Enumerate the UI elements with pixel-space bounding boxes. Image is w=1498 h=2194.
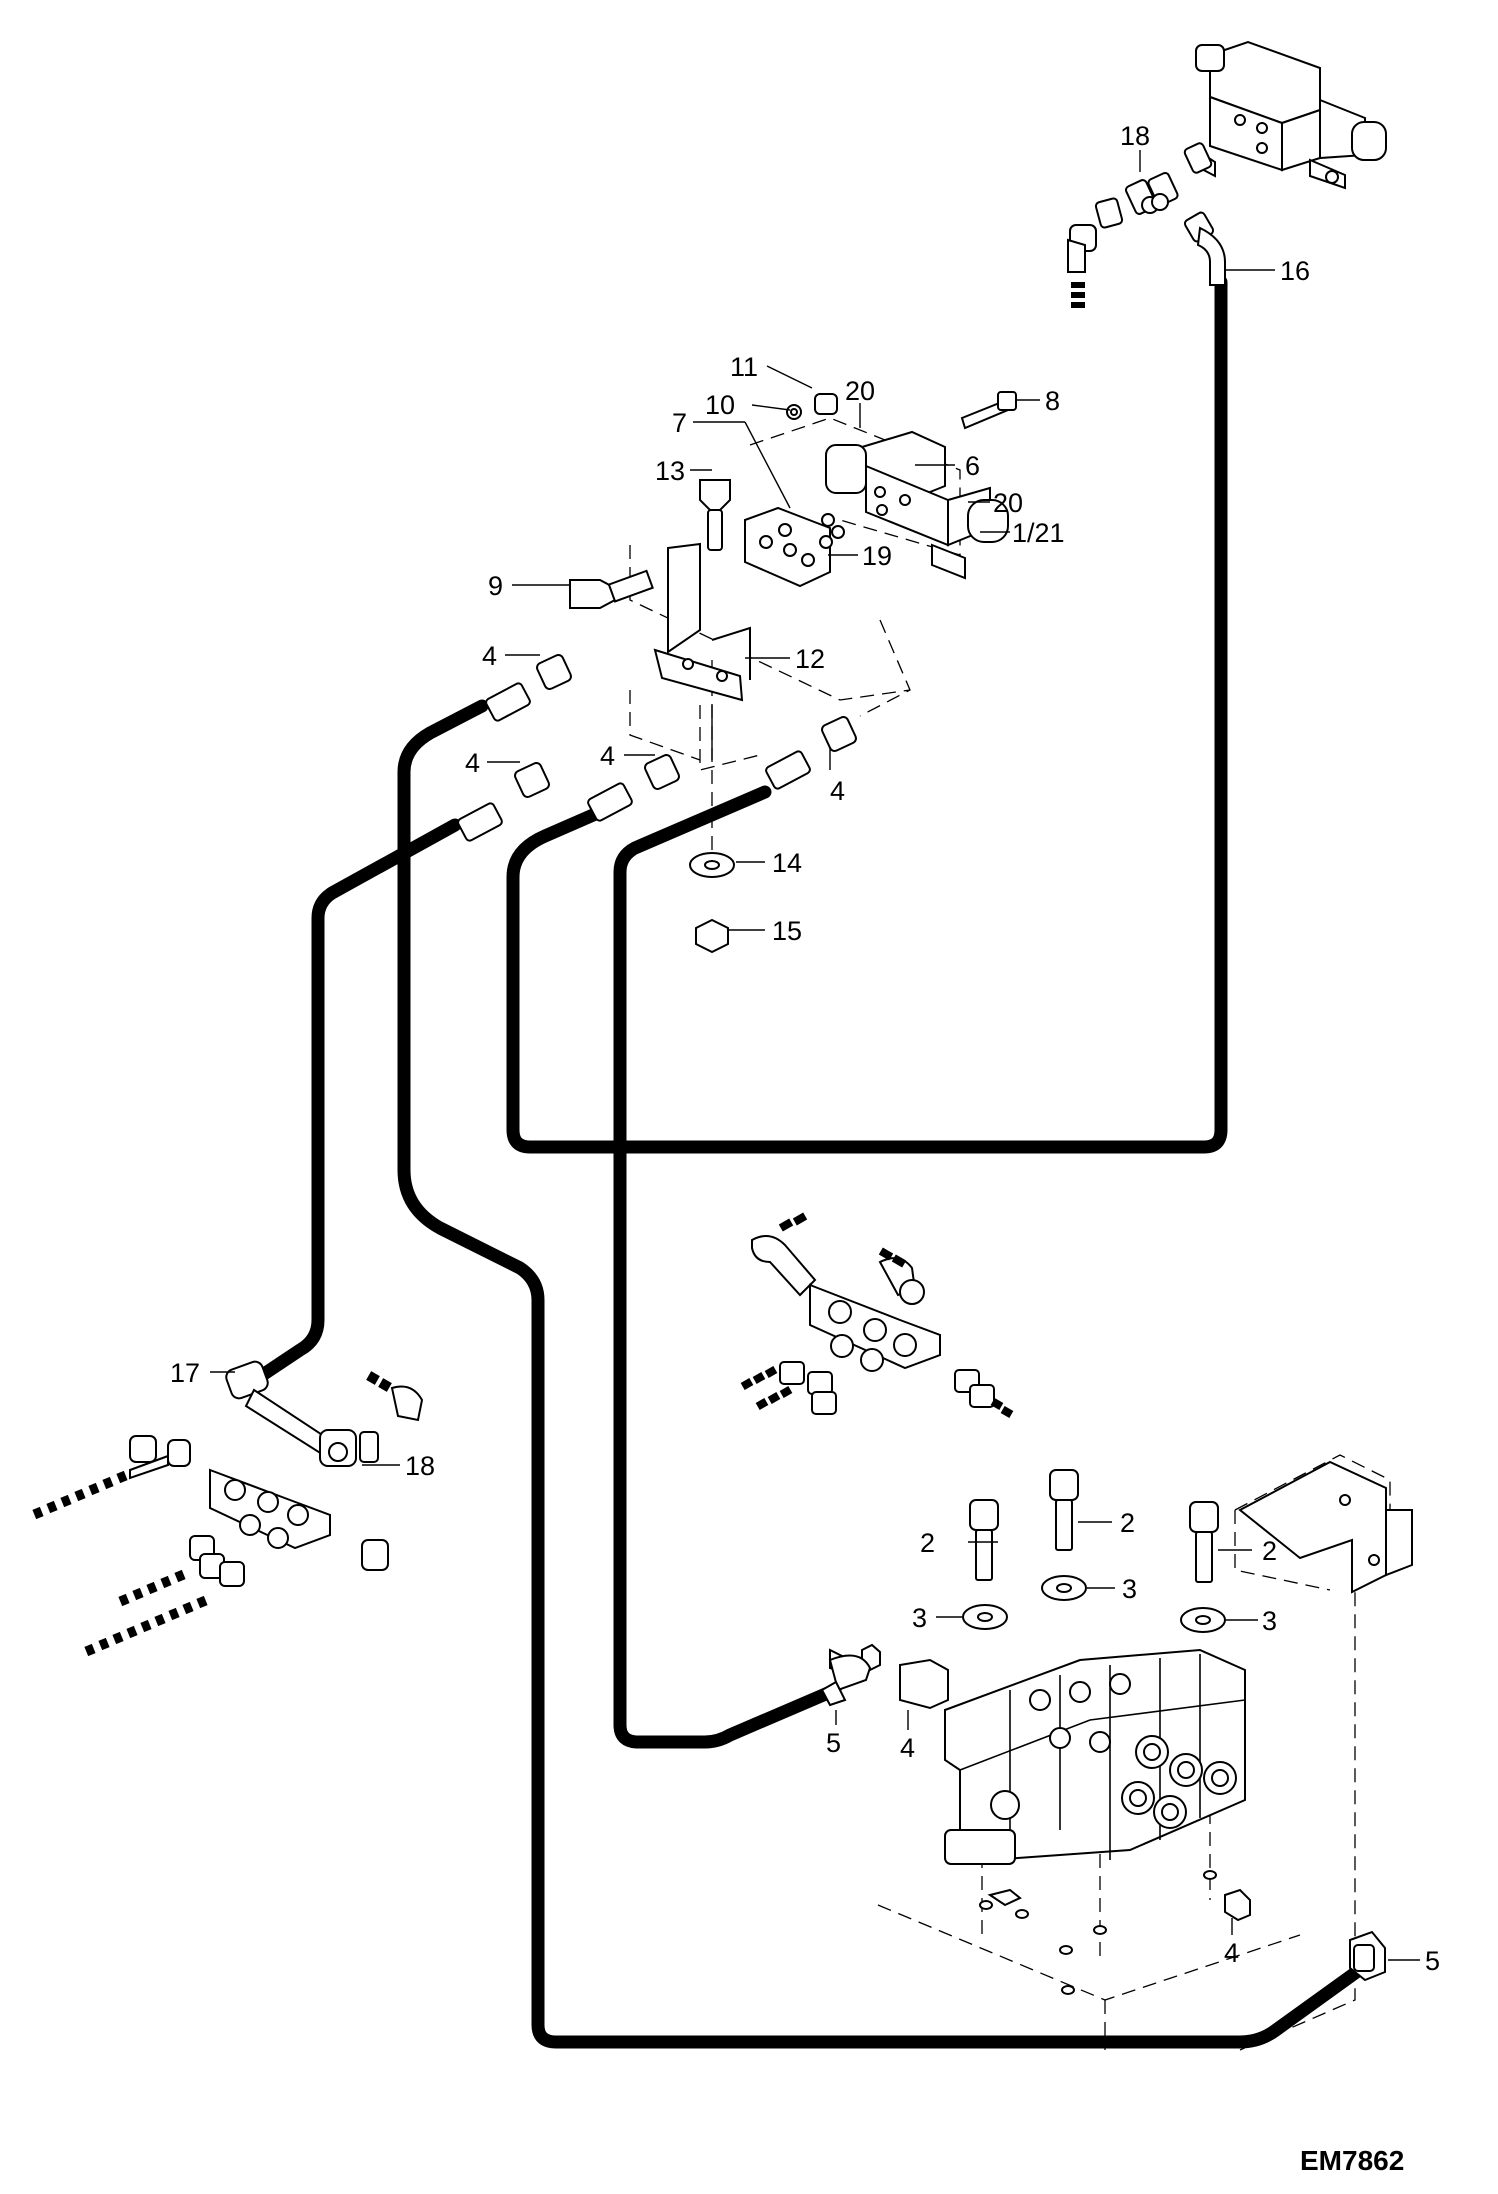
callout-2-b: 2 — [1120, 1508, 1135, 1538]
callout-20-mid: 20 — [993, 488, 1023, 518]
hose-main-left — [397, 699, 1369, 2049]
callout-3-b: 3 — [1122, 1574, 1137, 1604]
callout-15: 15 — [772, 916, 802, 946]
callout-18-left: 18 — [405, 1451, 435, 1481]
callout-labels: 18 16 11 10 20 8 7 6 13 20 1/21 19 9 4 1… — [170, 121, 1440, 2176]
callout-19: 19 — [862, 541, 892, 571]
solenoid-valve-top — [1195, 40, 1387, 190]
hose-5-upper — [613, 785, 842, 1749]
callout-6: 6 — [965, 451, 980, 481]
callout-5-a: 5 — [826, 1728, 841, 1758]
callout-5-b: 5 — [1425, 1946, 1440, 1976]
callout-11: 11 — [730, 352, 758, 382]
drawing-code: EM7862 — [1300, 2145, 1404, 2176]
bolts-washers — [962, 1469, 1226, 1633]
leader-lines — [210, 150, 1420, 1961]
callout-7: 7 — [672, 408, 687, 438]
callout-4-d: 4 — [830, 776, 845, 806]
callout-4-b: 4 — [465, 748, 480, 778]
callout-1-21: 1/21 — [1012, 518, 1065, 548]
callout-17: 17 — [170, 1358, 200, 1388]
callout-3-a: 3 — [912, 1603, 927, 1633]
callout-13: 13 — [655, 456, 685, 486]
middle-fittings — [457, 654, 857, 842]
callout-18-top: 18 — [1120, 121, 1150, 151]
control-valve-block — [820, 1454, 1413, 2051]
callout-4-f: 4 — [1224, 1938, 1239, 1968]
callout-9: 9 — [488, 571, 503, 601]
callout-12: 12 — [795, 644, 825, 674]
callout-2-c: 2 — [1262, 1536, 1277, 1566]
left-fitting-cluster — [32, 1360, 424, 1657]
callout-14: 14 — [772, 848, 802, 878]
solenoid-assembly-middle — [569, 391, 1017, 954]
centre-fitting-cluster — [740, 1212, 1014, 1418]
hoses — [248, 275, 1369, 2049]
callout-4-c: 4 — [600, 741, 615, 771]
hose-16 — [506, 275, 1228, 1154]
callout-4-e: 4 — [900, 1733, 915, 1763]
callout-4-a: 4 — [482, 641, 497, 671]
callout-8: 8 — [1045, 386, 1060, 416]
fittings-18-top — [1067, 142, 1226, 308]
callout-20-top: 20 — [845, 376, 875, 406]
callout-3-c: 3 — [1262, 1606, 1277, 1636]
callout-16: 16 — [1280, 256, 1310, 286]
callout-10: 10 — [705, 390, 735, 420]
callout-2-a: 2 — [920, 1528, 935, 1558]
hose-17 — [248, 818, 462, 1387]
left-hose-stub-marks — [32, 1470, 208, 1657]
